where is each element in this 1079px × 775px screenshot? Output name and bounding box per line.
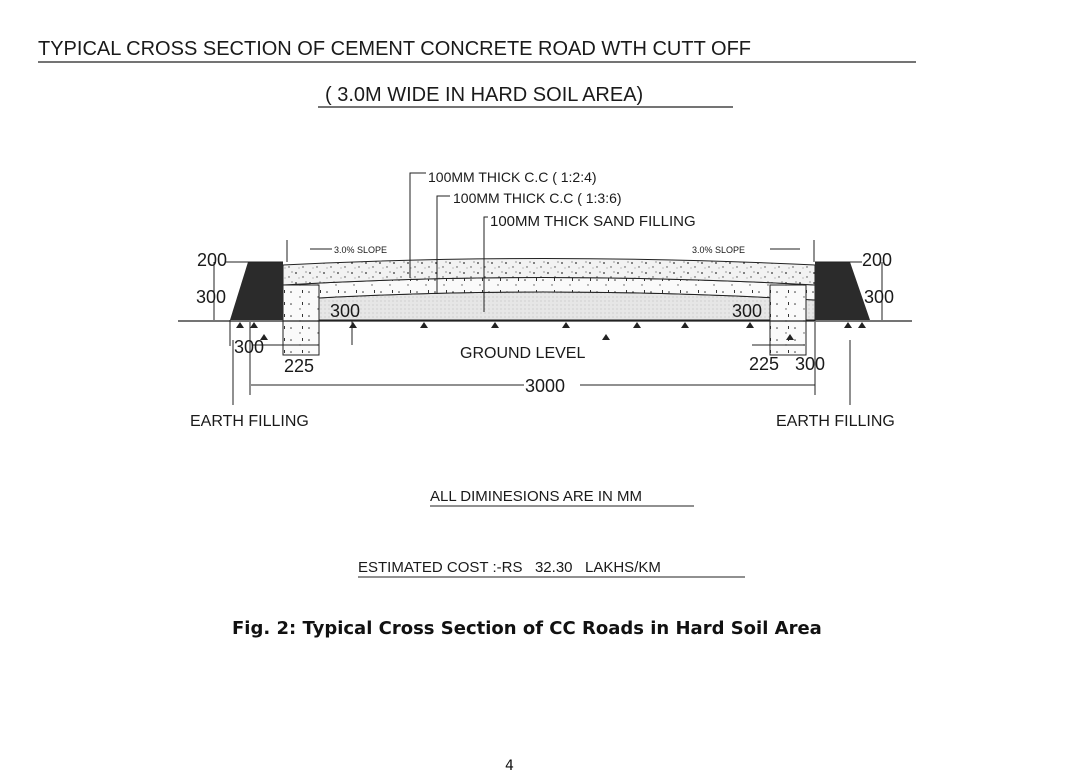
dim-left-height: 300 bbox=[196, 287, 226, 307]
dim-right-height: 300 bbox=[864, 287, 894, 307]
label-cc-124: 100MM THICK C.C ( 1:2:4) bbox=[428, 169, 597, 185]
right-cutoff-wall bbox=[769, 284, 807, 356]
label-ground-level: GROUND LEVEL bbox=[460, 345, 585, 362]
dim-left-base: 300 bbox=[234, 337, 264, 357]
label-slope-right: 3.0% SLOPE bbox=[692, 245, 745, 255]
ground-markers bbox=[236, 322, 866, 340]
left-edge-block bbox=[230, 262, 283, 320]
drawing-title: TYPICAL CROSS SECTION OF CEMENT CONCRETE… bbox=[38, 38, 751, 60]
dim-right-base: 300 bbox=[795, 354, 825, 374]
right-edge-block bbox=[815, 262, 870, 320]
dim-total-width: 3000 bbox=[525, 376, 565, 396]
dim-right-cutoff-depth: 300 bbox=[732, 301, 762, 321]
figure-caption: Fig. 2: Typical Cross Section of CC Road… bbox=[232, 618, 822, 639]
label-earth-filling-left: EARTH FILLING bbox=[190, 413, 309, 430]
label-slope-left: 3.0% SLOPE bbox=[334, 245, 387, 255]
label-sand-filling: 100MM THICK SAND FILLING bbox=[490, 213, 696, 230]
page-number: 4 bbox=[505, 758, 514, 774]
dim-left-cutoff-width: 225 bbox=[284, 356, 314, 376]
dim-right-cutoff-width: 225 bbox=[749, 354, 779, 374]
label-cc-136: 100MM THICK C.C ( 1:3:6) bbox=[453, 190, 622, 206]
dim-right-top: 200 bbox=[862, 250, 892, 270]
dim-left-top: 200 bbox=[197, 250, 227, 270]
dimensions-note: ALL DIMINESIONS ARE IN MM bbox=[430, 488, 642, 505]
estimated-cost: ESTIMATED COST :-RS 32.30 LAKHS/KM bbox=[358, 559, 661, 576]
drawing-subtitle: ( 3.0M WIDE IN HARD SOIL AREA) bbox=[325, 84, 643, 106]
leader-lines bbox=[213, 172, 883, 405]
label-earth-filling-right: EARTH FILLING bbox=[776, 413, 895, 430]
dim-left-cutoff-depth: 300 bbox=[330, 301, 360, 321]
